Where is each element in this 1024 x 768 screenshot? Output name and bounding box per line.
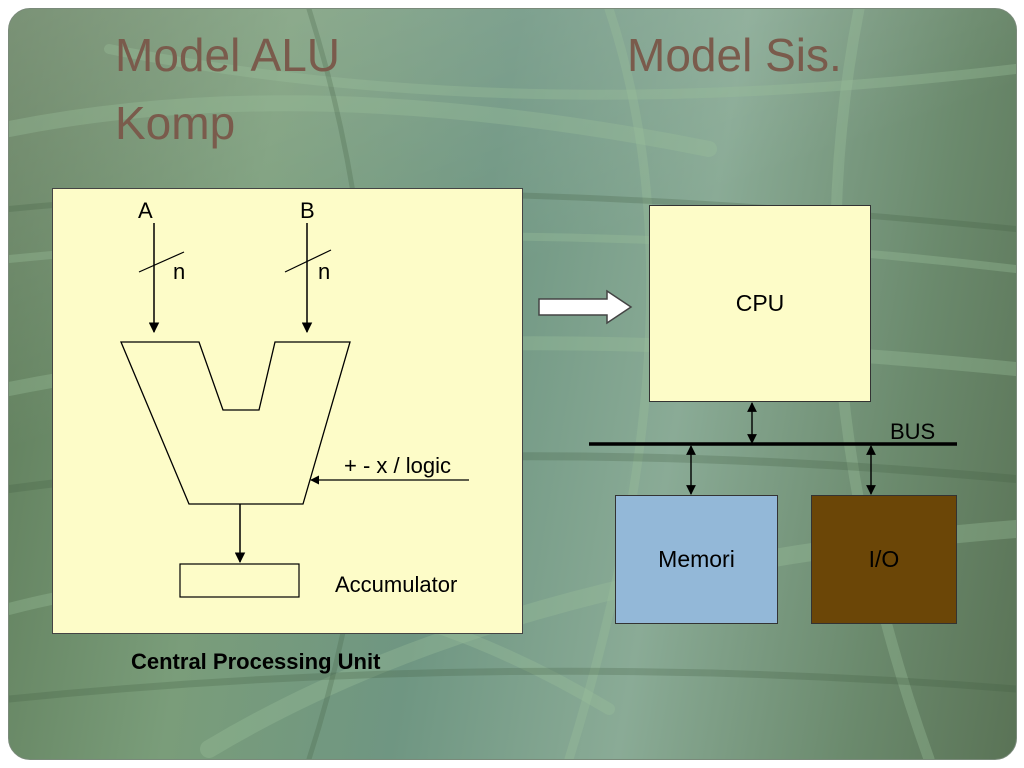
memory-label: Memori — [658, 546, 735, 572]
input-a-slash — [138, 251, 185, 273]
title-system-line2: Komp — [115, 97, 236, 149]
alu-caption: Central Processing Unit — [131, 649, 381, 674]
title-alu: Model ALU — [115, 29, 341, 81]
title-system: Model Sis. — [627, 29, 842, 81]
memory-box: Memori — [615, 495, 778, 624]
bus-label: BUS — [890, 419, 936, 444]
width-b-label: n — [318, 259, 331, 284]
slide: Model ALU Model Sis. Komp A B n n + - x … — [8, 8, 1017, 760]
input-a-label: A — [138, 198, 153, 223]
input-b-slash — [284, 249, 332, 273]
alu-panel — [52, 188, 523, 634]
accumulator-box — [179, 563, 300, 598]
width-a-label: n — [173, 259, 186, 284]
accumulator-label: Accumulator — [335, 572, 458, 597]
input-b-label: B — [300, 198, 315, 223]
transition-arrow — [538, 289, 633, 325]
diagram-lines — [120, 223, 957, 598]
alu-shape — [120, 341, 351, 505]
operation-label: + - x / logic — [344, 453, 451, 478]
io-box: I/O — [811, 495, 957, 624]
cpu-box: CPU — [649, 205, 871, 402]
io-label: I/O — [868, 546, 900, 572]
cpu-label: CPU — [735, 290, 785, 316]
